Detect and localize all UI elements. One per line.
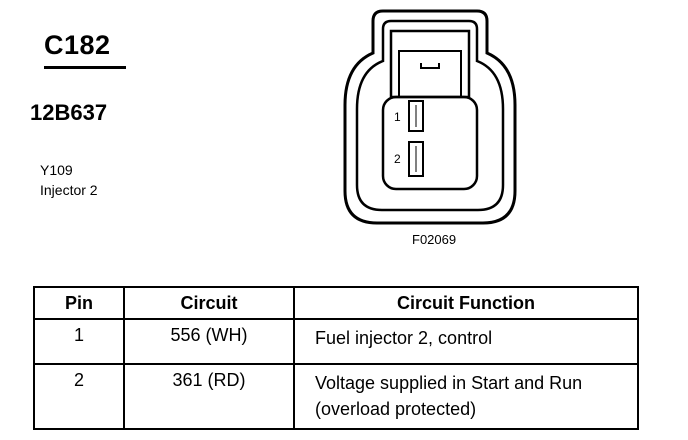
component-locator: Y109 Injector 2 <box>40 160 98 200</box>
table-row: 1 556 (WH) Fuel injector 2, control <box>33 318 639 365</box>
table-header-row: Pin Circuit Circuit Function <box>33 286 639 320</box>
connector-outer-housing <box>343 9 517 225</box>
cell-pin: 2 <box>33 363 125 430</box>
cell-function: Voltage supplied in Start and Run (overl… <box>293 363 639 430</box>
part-number: 12B637 <box>30 100 108 125</box>
header-pin: Pin <box>33 286 125 320</box>
pin-table: Pin Circuit Circuit Function 1 556 (WH) … <box>33 286 639 430</box>
cell-circuit: 556 (WH) <box>123 318 295 365</box>
pin-1-label: 1 <box>394 110 401 124</box>
locking-tab-outer <box>389 29 471 99</box>
location-code: Y109 <box>40 162 73 178</box>
header-circuit-function: Circuit Function <box>293 286 639 320</box>
terminal-block <box>381 95 479 191</box>
cell-circuit: 361 (RD) <box>123 363 295 430</box>
connector-id-underline <box>44 66 126 69</box>
header-circuit: Circuit <box>123 286 295 320</box>
connector-inner-housing <box>355 19 505 212</box>
connector-id: C182 <box>44 30 111 60</box>
locking-tab-inner <box>398 50 462 98</box>
cell-function: Fuel injector 2, control <box>293 318 639 365</box>
component-name: Injector 2 <box>40 182 98 198</box>
table-row: 2 361 (RD) Voltage supplied in Start and… <box>33 363 639 430</box>
connector-face-diagram: 1 2 <box>343 9 517 225</box>
pin-2-label: 2 <box>394 152 401 166</box>
cell-pin: 1 <box>33 318 125 365</box>
locking-tab-notch <box>420 63 440 69</box>
figure-id: F02069 <box>412 232 457 247</box>
